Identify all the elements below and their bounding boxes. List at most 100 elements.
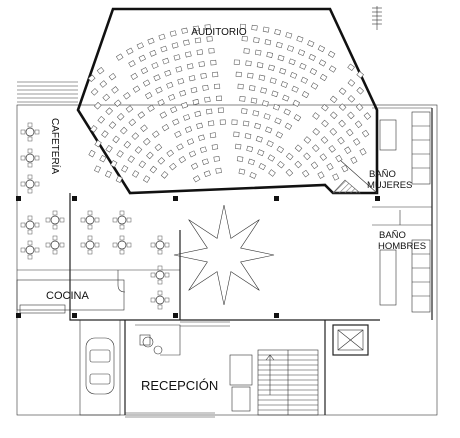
auditorium-seat	[213, 156, 220, 162]
room-label-bano-mujeres-1: BAÑO	[369, 169, 396, 180]
cafe-chair	[34, 155, 40, 161]
cafe-chair	[94, 217, 100, 223]
auditorium-seat	[356, 86, 364, 95]
auditorium-seat	[120, 126, 128, 135]
auditorium-seat	[162, 57, 170, 65]
auditorium-seat	[160, 45, 168, 53]
auditorium-seat	[307, 40, 315, 48]
auditorium-seat	[160, 171, 169, 179]
cafe-chair	[119, 249, 125, 255]
auditorium-seat	[96, 66, 105, 75]
auditorium-seat	[102, 93, 110, 102]
auditorium-seat	[354, 120, 363, 129]
auditorium-seat	[247, 158, 255, 166]
auditorium-seat	[246, 145, 254, 153]
auditorium-seat	[149, 165, 158, 174]
cafe-table	[155, 270, 165, 280]
auditorium-seat	[347, 111, 355, 120]
room-label-bano-hombres-2: HOMBRES	[378, 241, 426, 252]
cafe-table	[85, 215, 95, 225]
auditorium-seat	[155, 86, 163, 94]
auditorium-seat	[90, 125, 98, 133]
auditorium-seat	[272, 103, 281, 111]
cafe-table	[155, 240, 165, 250]
auditorium-seat	[254, 49, 262, 56]
cafe-chair	[126, 217, 132, 223]
auditorium-seat	[285, 168, 294, 177]
cafe-chair	[27, 188, 33, 194]
auditorium-seat	[177, 78, 185, 85]
cafe-chair	[52, 249, 58, 255]
auditorium-seat	[247, 72, 254, 79]
auditorium-seat	[125, 105, 134, 113]
reception-desk	[135, 324, 181, 356]
auditorium-seat	[356, 70, 364, 79]
auditorium-seat	[285, 32, 293, 39]
auditorium-seat	[347, 79, 356, 87]
auditorium-seat	[217, 107, 224, 113]
cafe-chair	[157, 265, 163, 271]
auditorium-seat	[179, 90, 187, 97]
auditorium-seat	[153, 74, 161, 82]
cafe-table	[25, 179, 35, 189]
auditorium-seat	[243, 48, 250, 54]
auditorium-seat	[123, 92, 131, 100]
auditorium-seat	[154, 143, 163, 152]
auditorium-seat	[242, 120, 250, 127]
auditorium-seat	[329, 95, 338, 104]
auditorium-seat	[131, 170, 140, 178]
auditorium-seat	[121, 165, 129, 173]
auditorium-seat	[188, 150, 197, 158]
auditorium-seat	[239, 96, 246, 102]
auditorium-seat	[94, 139, 102, 148]
cafe-chair	[34, 181, 40, 187]
auditorium-seat	[192, 175, 201, 183]
cafe-chair	[112, 242, 118, 248]
auditorium-seat	[137, 111, 146, 119]
auditorium-seat	[283, 108, 291, 116]
auditorium-seat	[215, 95, 223, 101]
auditorium-seat	[215, 167, 222, 174]
auditorium-seat	[183, 39, 190, 46]
auditorium-seat	[161, 123, 170, 132]
auditorium-seat	[159, 111, 168, 119]
auditorium-seat	[257, 149, 265, 157]
auditorium-seat	[192, 98, 200, 106]
auditorium-seat	[111, 86, 119, 94]
auditorium-seat	[166, 81, 174, 89]
auditorium-seat	[252, 110, 260, 117]
auditorium-seat	[239, 23, 246, 30]
auditorium-seat	[294, 160, 302, 169]
auditorium-seat	[347, 63, 355, 72]
auditorium-seat	[326, 163, 334, 171]
auditorium-seat	[188, 75, 196, 82]
auditorium-seat	[219, 119, 226, 125]
cafe-chair	[157, 304, 163, 310]
auditorium-seat	[330, 111, 338, 120]
cafe-chair	[52, 224, 58, 230]
auditorium-seat	[200, 73, 207, 79]
auditorium-seat	[262, 26, 270, 33]
auditorium-seat	[201, 158, 209, 165]
cafe-chair	[87, 210, 93, 216]
auditorium-seat	[286, 45, 295, 52]
auditorium-seat	[275, 41, 283, 49]
auditorium-seat	[143, 137, 151, 146]
auditorium-seat	[112, 135, 120, 144]
auditorium-seat	[184, 51, 192, 58]
auditorium-seat	[173, 54, 181, 61]
auditorium-seat	[202, 84, 209, 91]
cafe-chair	[20, 222, 26, 228]
structural-columns	[16, 196, 380, 318]
auditorium-seat	[268, 169, 276, 177]
auditorium-seat	[231, 119, 238, 125]
auditorium-seat	[297, 49, 306, 56]
auditorium-seat	[266, 51, 274, 58]
cafe-chair	[87, 249, 93, 255]
cafe-chair	[27, 148, 33, 154]
auditorium-seat	[292, 99, 301, 107]
storage-box	[229, 354, 253, 412]
cafe-chair	[52, 235, 58, 241]
auditorium-seat	[204, 24, 211, 30]
auditorium-seat	[123, 140, 132, 149]
